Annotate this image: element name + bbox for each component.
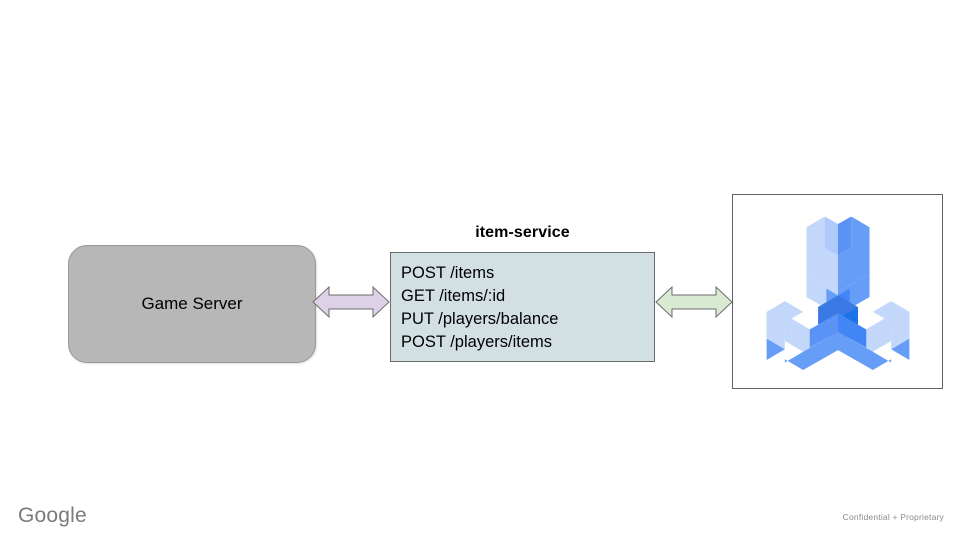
node-game-server[interactable]: Game Server [68,245,316,363]
connector-game-server-to-item-service[interactable] [312,283,390,321]
double-arrow-icon [312,285,390,319]
endpoint-list: POST /items GET /items/:id PUT /players/… [401,262,654,354]
connector-item-service-to-api-icon[interactable] [655,283,733,321]
double-arrow-icon [655,285,733,319]
tri-wrench-api-icon [766,215,909,370]
api-icon-frame [732,194,943,389]
endpoint-item: PUT /players/balance [401,310,559,328]
endpoint-item: POST /items [401,264,495,282]
endpoint-item: POST /players/items [401,333,552,351]
confidentiality-note: Confidential + Proprietary [842,512,944,522]
node-item-service[interactable]: POST /items GET /items/:id PUT /players/… [390,252,655,362]
node-item-service-title: item-service [475,224,570,241]
endpoint-item: GET /items/:id [401,287,506,305]
node-game-server-label: Game Server [141,293,243,313]
google-logo: Google [18,504,87,527]
